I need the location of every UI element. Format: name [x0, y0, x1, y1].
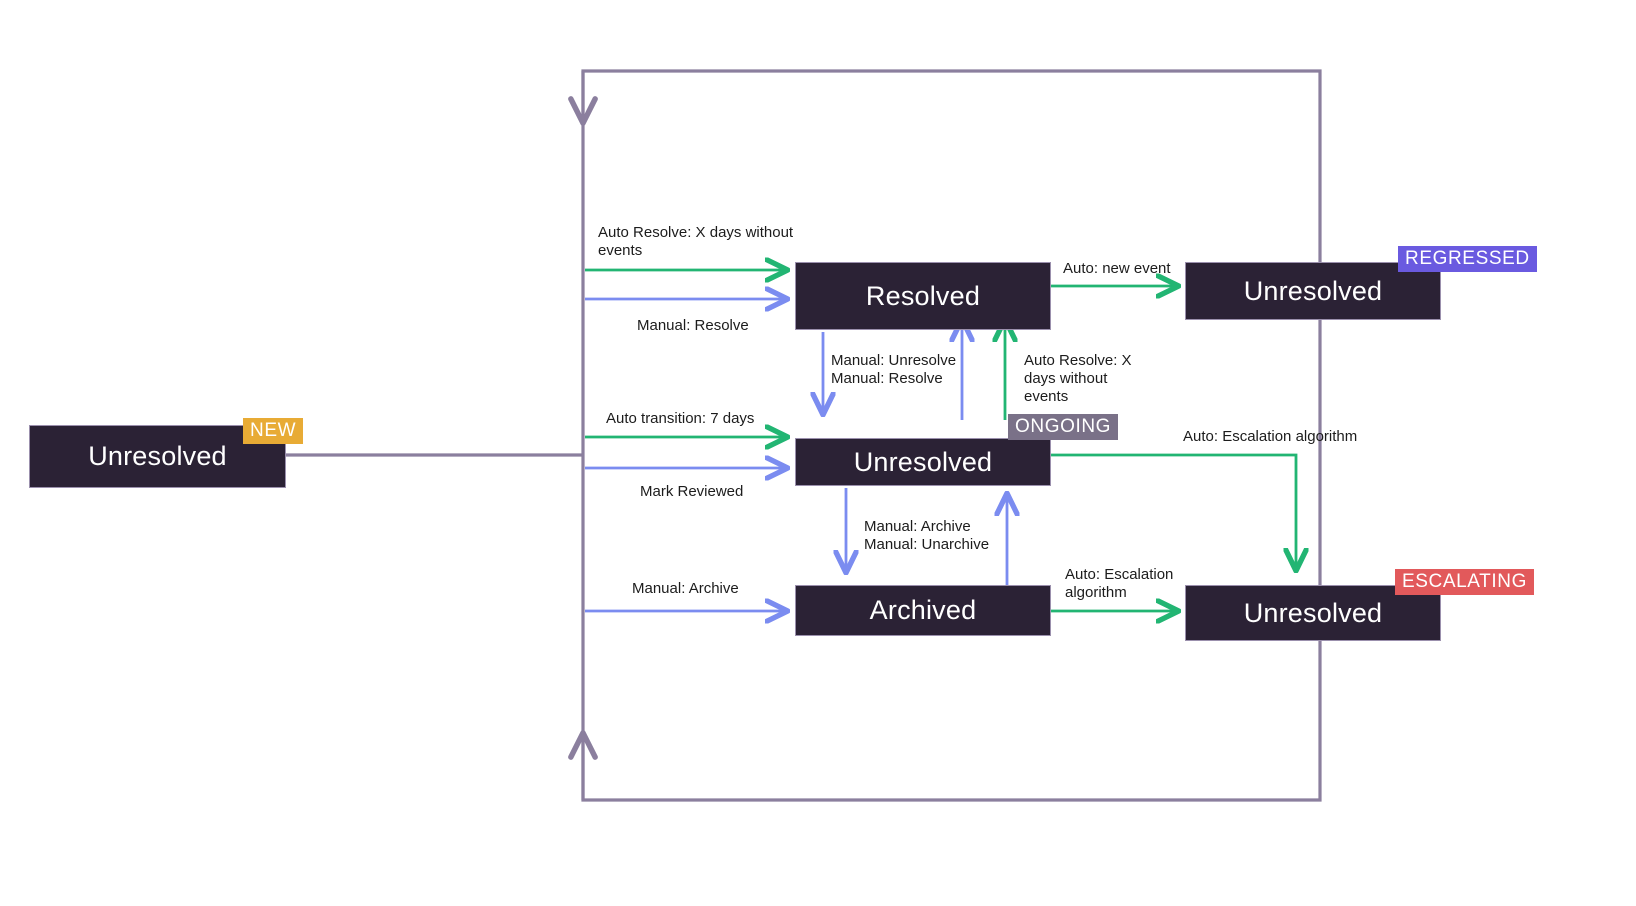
status-badge-ongoing: ONGOING	[1008, 414, 1119, 440]
edge-label-manual-resolve: Manual: Resolve	[637, 317, 749, 334]
node-archived[interactable]: Archived	[795, 585, 1051, 636]
edge-label-manual-archive-left: Manual: Archive	[632, 580, 739, 597]
edge-label-mark-reviewed: Mark Reviewed	[640, 483, 744, 500]
edge-label-auto-escalation-top: Auto: Escalation algorithm	[1183, 428, 1358, 445]
node-resolved-label: Resolved	[865, 280, 981, 311]
node-new[interactable]: Unresolved	[29, 425, 286, 488]
edge-label-auto-transition-7-days: Auto transition: 7 days	[606, 410, 755, 427]
edge-label-auto-resolve-x-days-up: Auto Resolve: X days without events	[1024, 352, 1132, 405]
node-ongoing-label: Unresolved	[853, 446, 993, 477]
status-badge-escalating: ESCALATING	[1395, 569, 1534, 595]
edge-label-auto-resolve-x-days: Auto Resolve: X days without events	[598, 224, 794, 259]
node-archived-label: Archived	[869, 595, 977, 625]
node-escalating-label: Unresolved	[1243, 597, 1383, 628]
status-badge-new: NEW	[243, 418, 304, 444]
edge-auto-escalation-ongoing	[1051, 453, 1296, 568]
node-ongoing[interactable]: Unresolved	[795, 438, 1051, 486]
edge-label-manual-unresolve-resolve: Manual: Unresolve Manual: Resolve	[831, 352, 957, 387]
node-escalating[interactable]: Unresolved	[1185, 585, 1441, 641]
edge-label-manual-archive-unarchive: Manual: Archive Manual: Unarchive	[864, 518, 990, 553]
node-regressed-label: Unresolved	[1243, 275, 1383, 306]
node-resolved[interactable]: Resolved	[795, 262, 1051, 330]
edge-label-auto-new-event: Auto: new event	[1063, 260, 1171, 277]
status-badge-regressed: REGRESSED	[1398, 246, 1537, 272]
loop-edges	[286, 69, 1322, 802]
edge-label-auto-escalation-bottom: Auto: Escalation algorithm	[1065, 566, 1174, 601]
node-new-label: Unresolved	[88, 441, 227, 471]
